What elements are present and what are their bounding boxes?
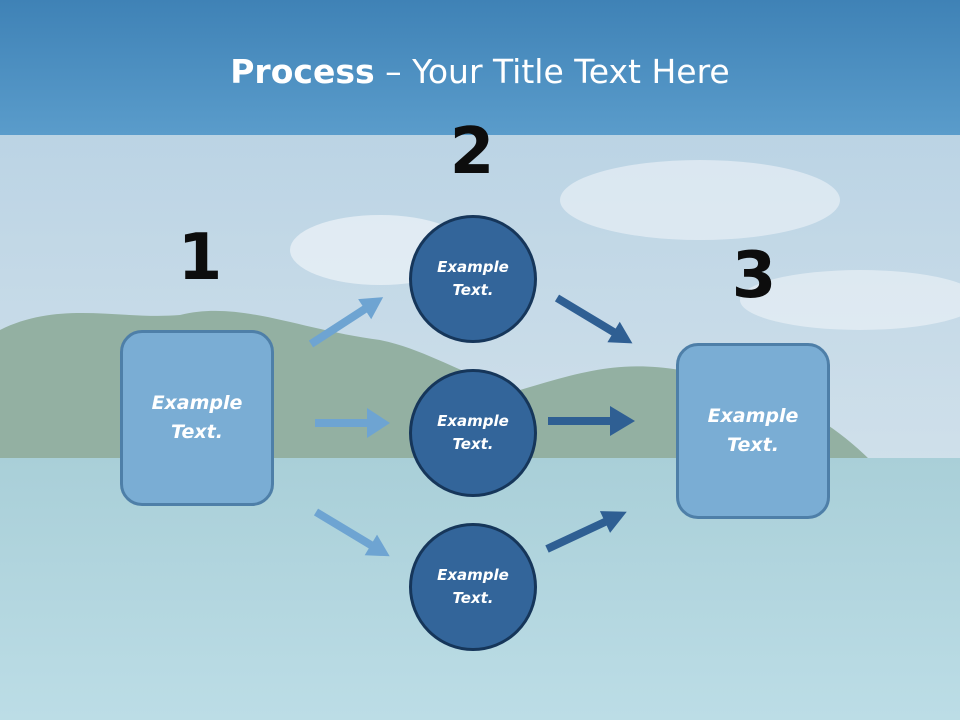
- circle-middle-text: Example Text.: [437, 412, 509, 453]
- step-1-box: Example Text.: [120, 330, 274, 506]
- step-number-3: 3: [731, 239, 777, 313]
- step-3-box: Example Text.: [676, 343, 830, 519]
- step-2-circle-top: Example Text.: [409, 215, 537, 343]
- step-2-circle-middle: Example Text.: [409, 369, 537, 497]
- circle-bottom-text: Example Text.: [437, 566, 509, 607]
- arrow-box1-to-circle-middle: [315, 408, 390, 438]
- circle-top-text: Example Text.: [437, 258, 509, 299]
- step-number-1: 1: [177, 221, 223, 295]
- arrow-box1-to-circle-top: [308, 297, 384, 348]
- step-3-text: Example Text.: [707, 405, 799, 456]
- title-bold: Process: [230, 52, 375, 91]
- step-1-text: Example Text.: [151, 392, 243, 443]
- page-title: Process – Your Title Text Here: [0, 52, 960, 91]
- title-bar: [0, 0, 960, 135]
- step-number-2: 2: [449, 115, 495, 189]
- arrow-circle-bottom-to-box3: [545, 511, 627, 553]
- arrow-circle-top-to-box3: [554, 294, 633, 344]
- title-rest: – Your Title Text Here: [374, 52, 730, 91]
- arrow-circle-middle-to-box3: [548, 406, 635, 436]
- step-2-circle-bottom: Example Text.: [409, 523, 537, 651]
- arrow-box1-to-circle-bottom: [313, 508, 390, 557]
